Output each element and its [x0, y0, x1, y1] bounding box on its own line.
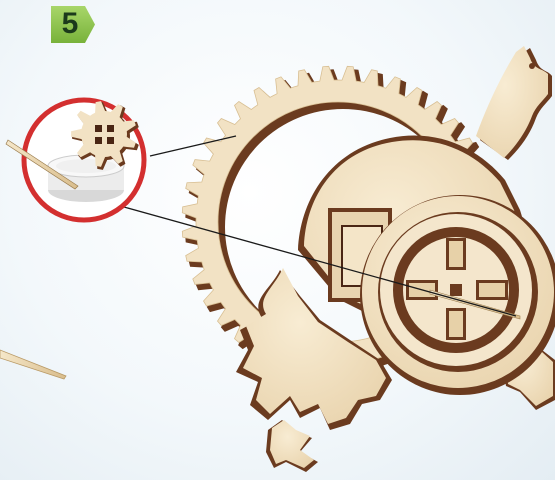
small-gear-wheel — [360, 195, 555, 395]
callout-gear-hole — [107, 125, 114, 132]
step-badge-arrow — [51, 6, 95, 43]
step-number: 5 — [61, 7, 79, 40]
toothpick-loose — [0, 349, 67, 380]
step-badge: 5 — [51, 6, 95, 43]
callout-gear-face — [71, 101, 136, 167]
callout-gear-hole — [107, 137, 114, 144]
leader-lines — [123, 135, 517, 317]
callout-gear-hole — [95, 125, 102, 132]
lizard-body-frame — [236, 46, 555, 472]
wax-candle-icon — [47, 154, 125, 202]
gear-waxing-icon — [71, 101, 139, 170]
callout-gear-hole — [95, 137, 102, 144]
callout-detail — [5, 97, 147, 223]
toothpick-icon — [5, 139, 79, 190]
